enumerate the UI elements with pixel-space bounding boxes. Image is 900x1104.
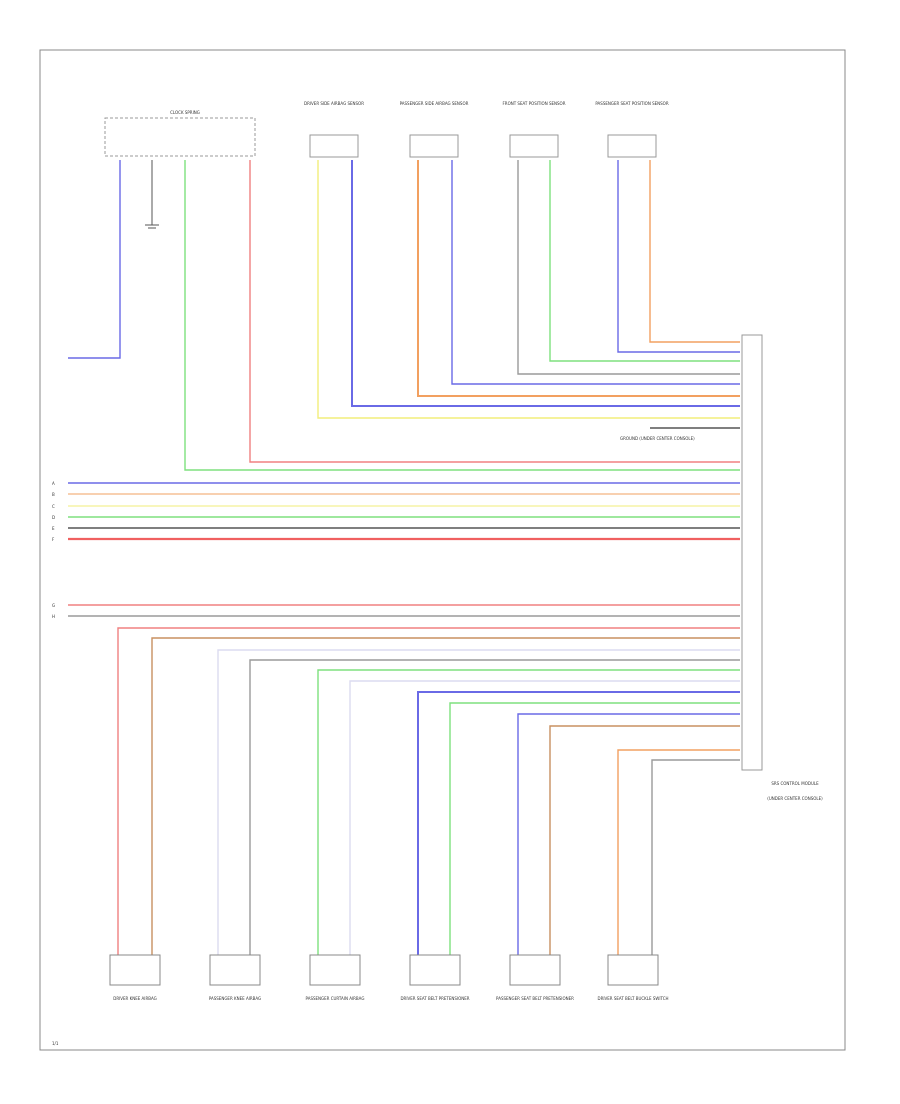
component-label: PASSENGER SIDE AIRBAG SENSOR [400,101,469,106]
left-terminals: A B C D E F G H [52,481,55,619]
component-label: FRONT SEAT POSITION SENSOR [503,101,566,106]
terminal-label: B [52,492,55,497]
ground-label: GROUND (UNDER CENTER CONSOLE) [620,436,695,441]
terminal-label: H [52,614,55,619]
bottom-component-driver-buckle: DRIVER SEAT BELT BUCKLE SWITCH [597,954,669,1001]
ground-wire: GROUND (UNDER CENTER CONSOLE) [620,427,740,441]
module-sublabel: (UNDER CENTER CONSOLE) [767,796,823,801]
component-label: DRIVER KNEE AIRBAG [113,996,157,1001]
top-component-clock-spring: CLOCK SPRING [104,110,256,157]
component-label: PASSENGER SEAT BELT PRETENSIONER [496,996,574,1001]
terminal-label: A [52,481,55,486]
component-label: DRIVER SEAT BELT PRETENSIONER [400,996,469,1001]
page-number: 1/1 [52,1041,59,1046]
bottom-component-passenger-curtain: PASSENGER CURTAIN AIRBAG [306,954,365,1001]
bottom-component-driver-pretensioner: DRIVER SEAT BELT PRETENSIONER [400,954,470,1001]
component-label: CLOCK SPRING [170,110,200,115]
bottom-component-passenger-knee: PASSENGER KNEE AIRBAG [209,954,261,1001]
terminal-label: F [52,537,55,542]
terminal-label: E [52,526,55,531]
top-component-passenger-sensor: PASSENGER SIDE AIRBAG SENSOR [400,101,469,158]
top-component-front-seat-sensor: FRONT SEAT POSITION SENSOR [503,101,566,158]
component-label: DRIVER SEAT BELT BUCKLE SWITCH [597,996,668,1001]
diagram-frame [39,49,846,1051]
component-label: DRIVER SIDE AIRBAG SENSOR [304,101,364,106]
bottom-component-passenger-pretensioner: PASSENGER SEAT BELT PRETENSIONER [496,954,574,1001]
terminal-label: D [52,515,55,520]
module-label: SRS CONTROL MODULE [771,781,819,786]
bottom-component-driver-knee: DRIVER KNEE AIRBAG [109,954,161,1001]
terminal-label: C [52,504,55,509]
component-label: PASSENGER SEAT POSITION SENSOR [595,101,668,106]
component-label: PASSENGER CURTAIN AIRBAG [306,996,365,1001]
top-component-driver-sensor: DRIVER SIDE AIRBAG SENSOR [304,101,364,158]
top-vertical-wires [68,160,740,471]
bus-wires [68,482,740,617]
ground-symbol [145,160,159,229]
bottom-vertical-wires [117,627,740,955]
srs-module: SRS CONTROL MODULE (UNDER CENTER CONSOLE… [741,334,823,801]
top-component-passenger-seat-sensor: PASSENGER SEAT POSITION SENSOR [595,101,669,158]
terminal-label: G [52,603,55,608]
component-label: PASSENGER KNEE AIRBAG [209,996,261,1001]
